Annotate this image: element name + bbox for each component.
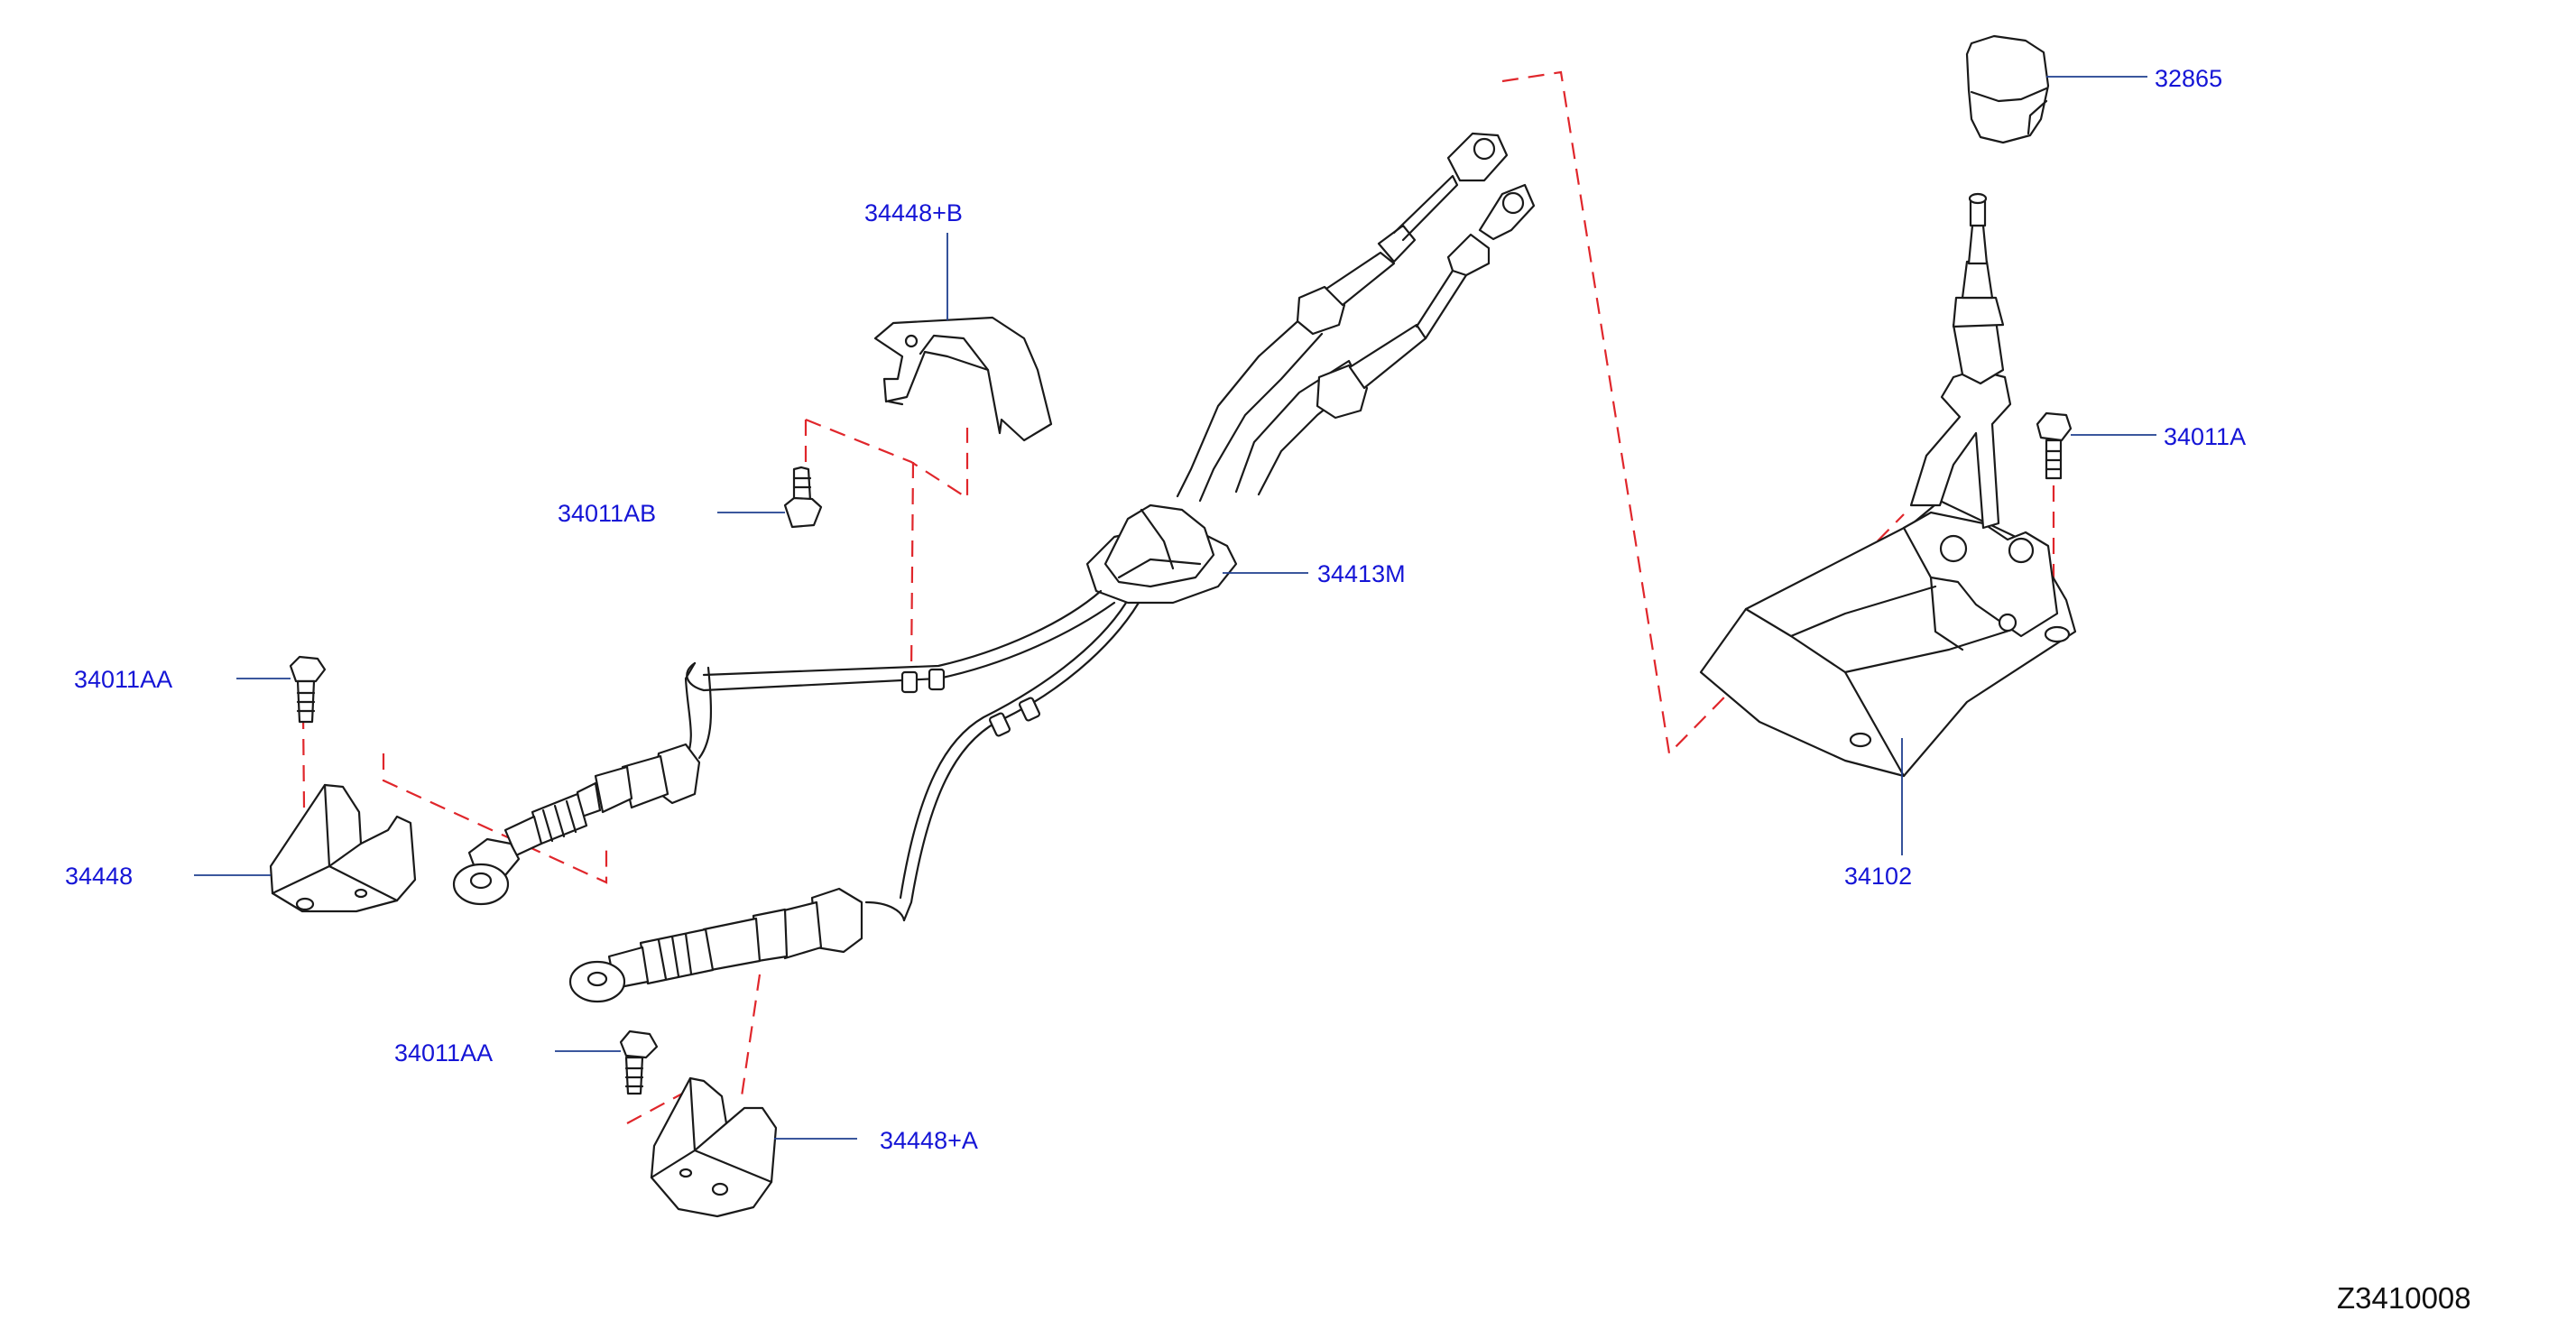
callout-34102[interactable]: 34102 — [1844, 863, 1912, 890]
callout-34011AA-lower[interactable]: 34011AA — [394, 1039, 493, 1067]
callout-34011A[interactable]: 34011A — [2164, 423, 2246, 450]
diagram-code: Z3410008 — [2337, 1281, 2471, 1315]
shift-knob-32865 — [1965, 34, 2050, 144]
shift-lever-rod — [1909, 192, 2012, 530]
bolt-34011AA-upper — [289, 655, 327, 724]
bolt-34011AB — [783, 466, 823, 529]
callout-34448-A[interactable]: 34448+A — [880, 1127, 978, 1154]
callout-34011AA-upper[interactable]: 34011AA — [74, 666, 172, 693]
callout-34413M[interactable]: 34413M — [1317, 560, 1406, 587]
callout-34448[interactable]: 34448 — [65, 863, 133, 890]
cable-grommet — [1085, 503, 1238, 605]
cable-end-upper-left — [452, 743, 701, 906]
bolt-34011A — [2036, 411, 2073, 480]
bracket-34448 — [269, 783, 417, 913]
cable-end-lower — [568, 887, 906, 1003]
cable-routing-lines — [684, 589, 1140, 922]
shift-lever-bracket — [1902, 511, 2059, 651]
callout-34011AB[interactable]: 34011AB — [558, 500, 656, 527]
bracket-34448-B — [873, 316, 1053, 442]
callout-labels: 32865 34448+B 34011A 34011AB 34413M 3401… — [65, 65, 2246, 1154]
control-cable-34413M — [1176, 132, 1536, 503]
leader-lines — [194, 76, 2156, 1140]
bolt-34011AA-lower — [619, 1030, 659, 1095]
callout-34448-B[interactable]: 34448+B — [864, 199, 963, 226]
bracket-34448-A — [650, 1076, 778, 1218]
callout-32865[interactable]: 32865 — [2155, 65, 2222, 92]
